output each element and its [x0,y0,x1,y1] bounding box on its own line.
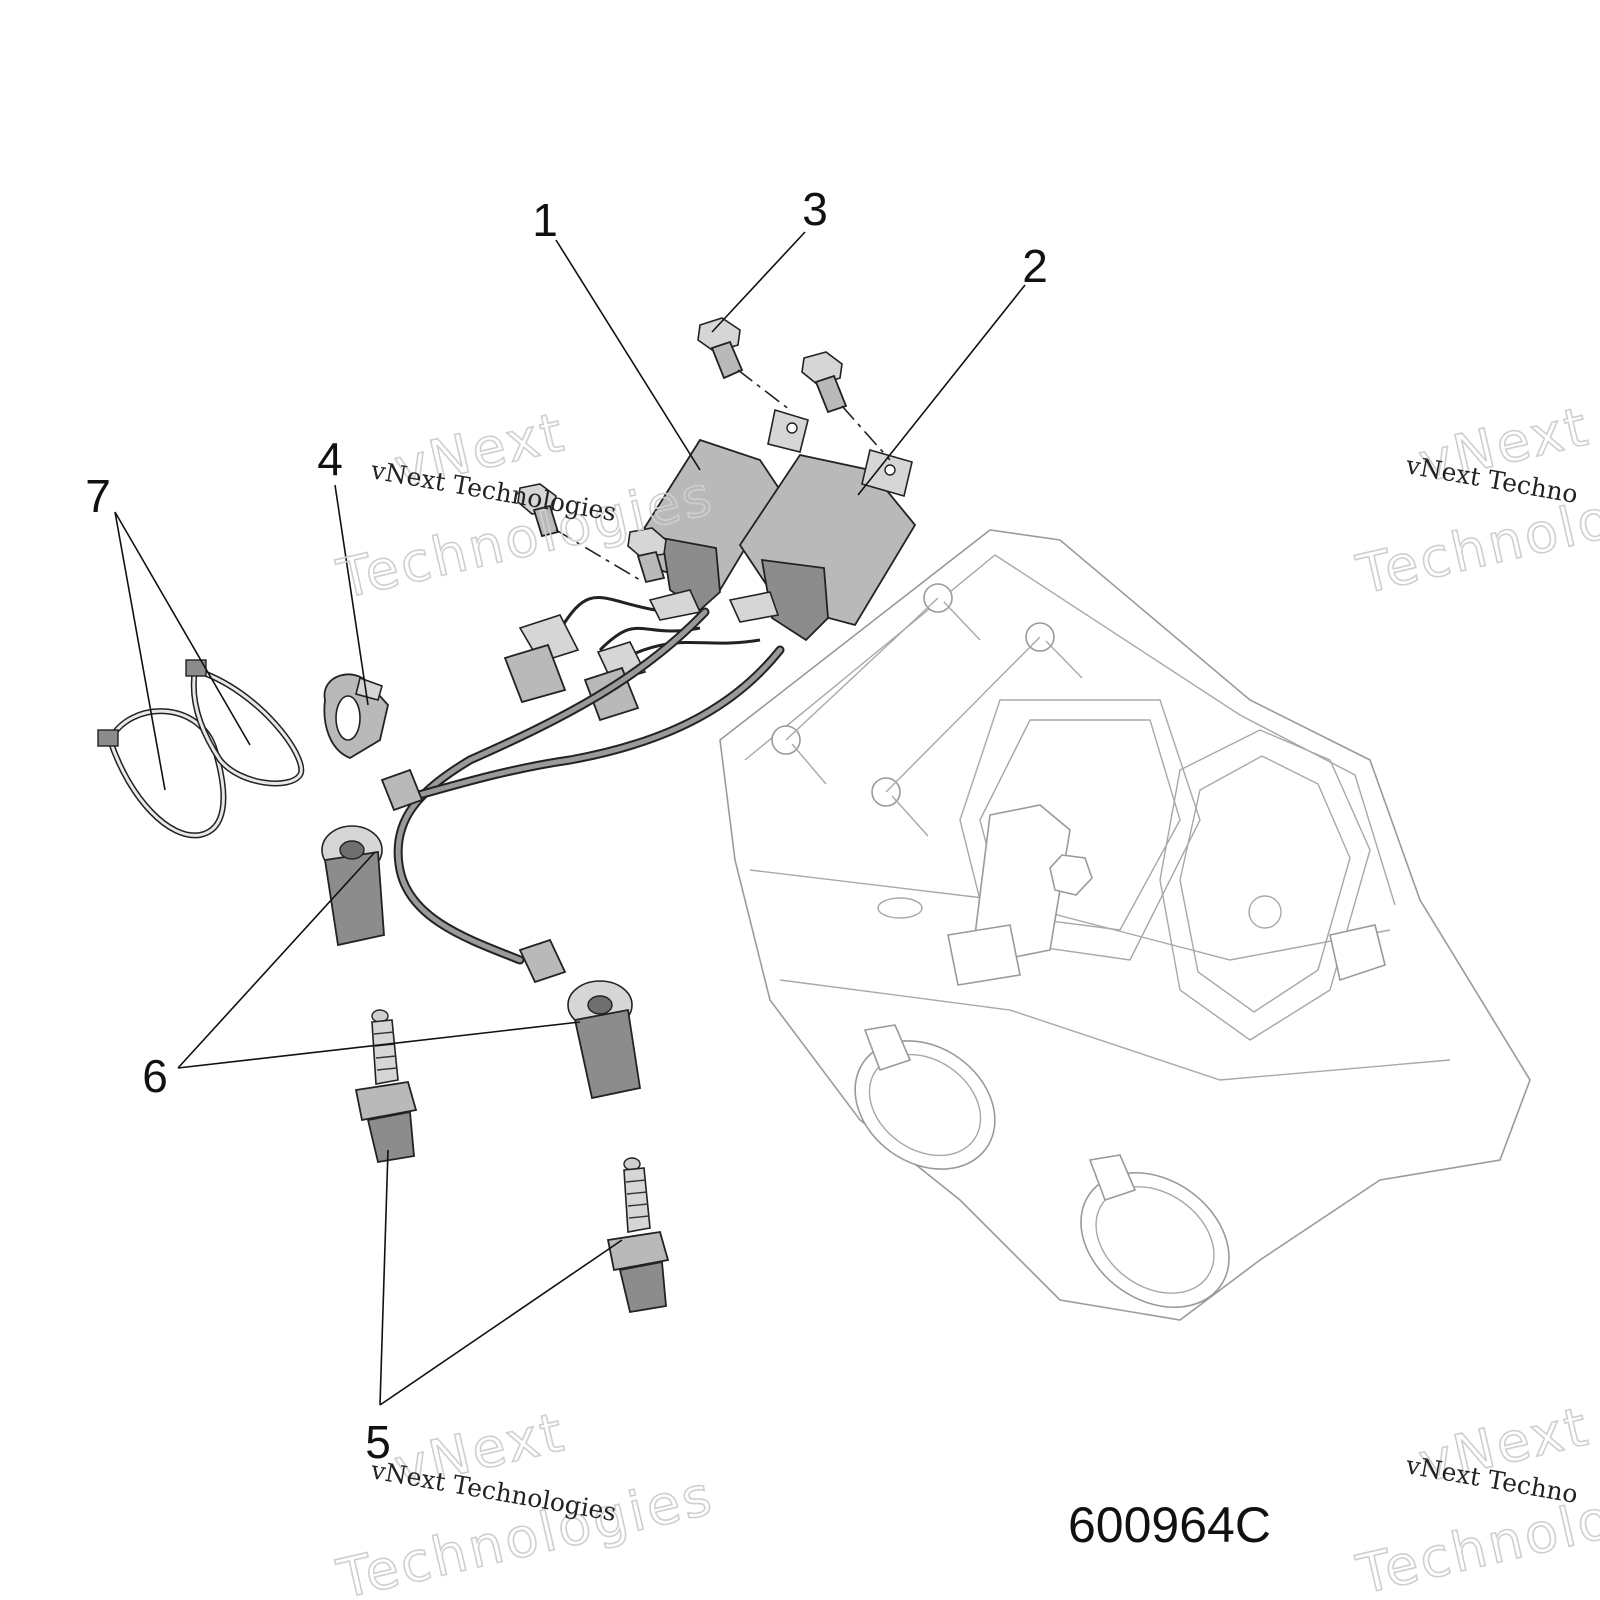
map-sensor-ghost [947,804,1093,986]
callout-3: 3 [802,183,828,235]
leader-lines [114,231,1026,1406]
spark-plug-2[interactable] [606,1157,670,1314]
spark-plug-boot-upper[interactable] [321,768,424,947]
figure-number: 600964C [1068,1497,1271,1553]
coil-mounting-bolt-top-1[interactable] [697,317,744,380]
callout-5: 5 [365,1416,391,1468]
airbox-mounting-studs [771,583,1083,837]
cable-tie-1[interactable] [97,708,227,839]
callout-2: 2 [1022,240,1048,292]
ignition-coil-2[interactable] [728,449,917,642]
callout-4: 4 [317,433,343,485]
throttle-body-outlets-ghost [854,924,1386,1309]
wire-clip[interactable] [323,673,389,760]
coil-mounting-bolt-top-2[interactable] [801,351,848,414]
cable-tie-2[interactable] [185,659,305,787]
bolt-alignment-dashes [555,369,891,581]
spark-plug-boot-lower[interactable] [518,938,642,1100]
callout-7: 7 [85,470,111,522]
callout-6: 6 [142,1050,168,1102]
callout-1: 1 [532,194,558,246]
coil-mounting-bolt-lower-1[interactable] [517,483,560,538]
spark-plug-1[interactable] [354,1009,418,1164]
coil-wiring-connectors [503,596,761,722]
coil-mounting-bolt-lower-2[interactable] [627,527,667,584]
spark-plug-wire-2[interactable] [395,645,785,805]
